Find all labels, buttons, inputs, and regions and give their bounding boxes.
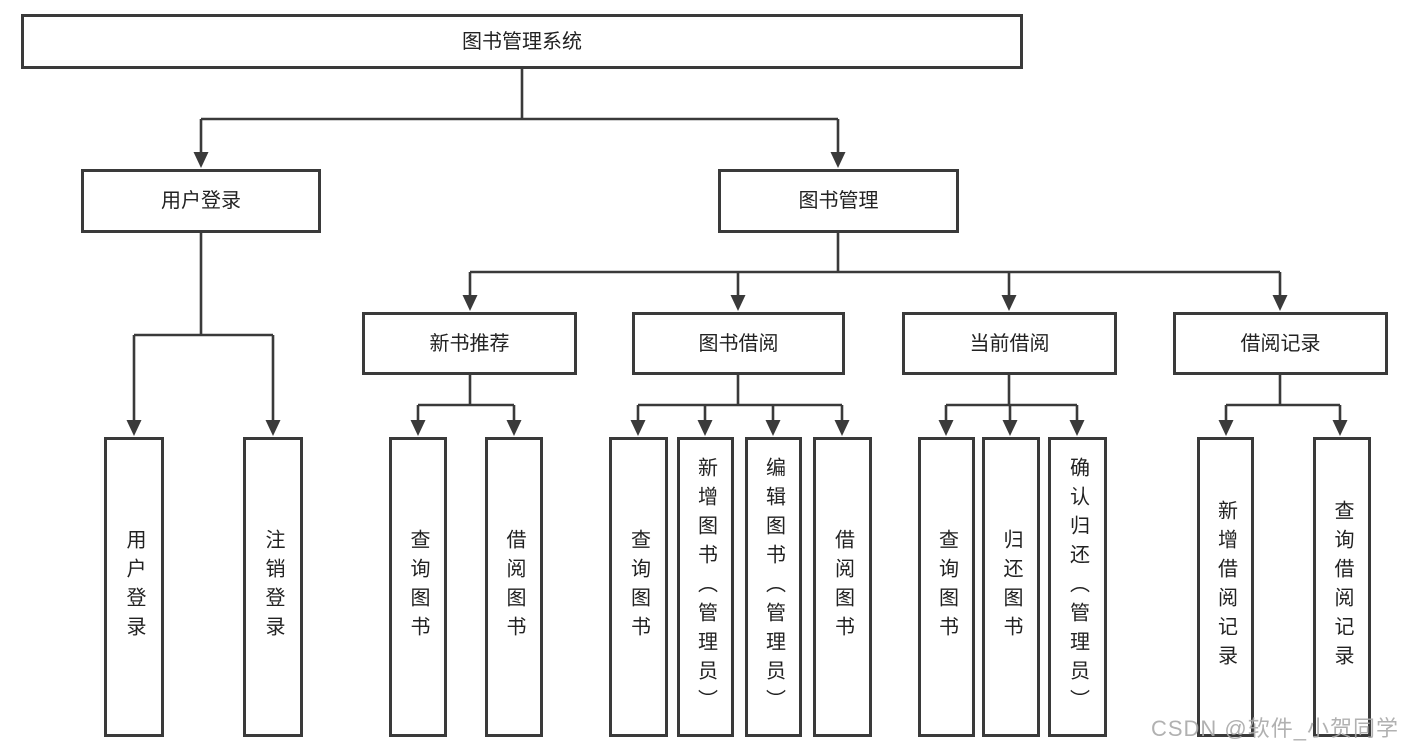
leaf-borrow-books-newbook: 借阅图书	[485, 437, 543, 737]
leaf-query-borrow-record: 查询借阅记录	[1313, 437, 1371, 737]
node-new-book-recommendation: 新书推荐	[362, 312, 577, 375]
leaf-add-books-admin: 新增图书（管理员）	[677, 437, 734, 737]
node-user-login: 用户登录	[81, 169, 321, 233]
node-borrowing-records: 借阅记录	[1173, 312, 1388, 375]
leaf-add-borrow-record: 新增借阅记录	[1197, 437, 1254, 737]
leaf-logout: 注销登录	[243, 437, 303, 737]
csdn-watermark: CSDN @软件_小贺同学	[1150, 716, 1399, 741]
node-current-borrowing: 当前借阅	[902, 312, 1117, 375]
leaf-query-books-current: 查询图书	[918, 437, 975, 737]
leaf-confirm-return-admin: 确认归还（管理员）	[1048, 437, 1107, 737]
leaf-user-login: 用户登录	[104, 437, 164, 737]
leaf-query-books-borrow: 查询图书	[609, 437, 668, 737]
leaf-borrow-books: 借阅图书	[813, 437, 872, 737]
node-book-borrowing: 图书借阅	[632, 312, 845, 375]
node-book-management: 图书管理	[718, 169, 959, 233]
leaf-query-books-newbook: 查询图书	[389, 437, 447, 737]
leaf-edit-books-admin: 编辑图书（管理员）	[745, 437, 802, 737]
leaf-return-books: 归还图书	[982, 437, 1040, 737]
node-library-management-system: 图书管理系统	[21, 14, 1023, 69]
